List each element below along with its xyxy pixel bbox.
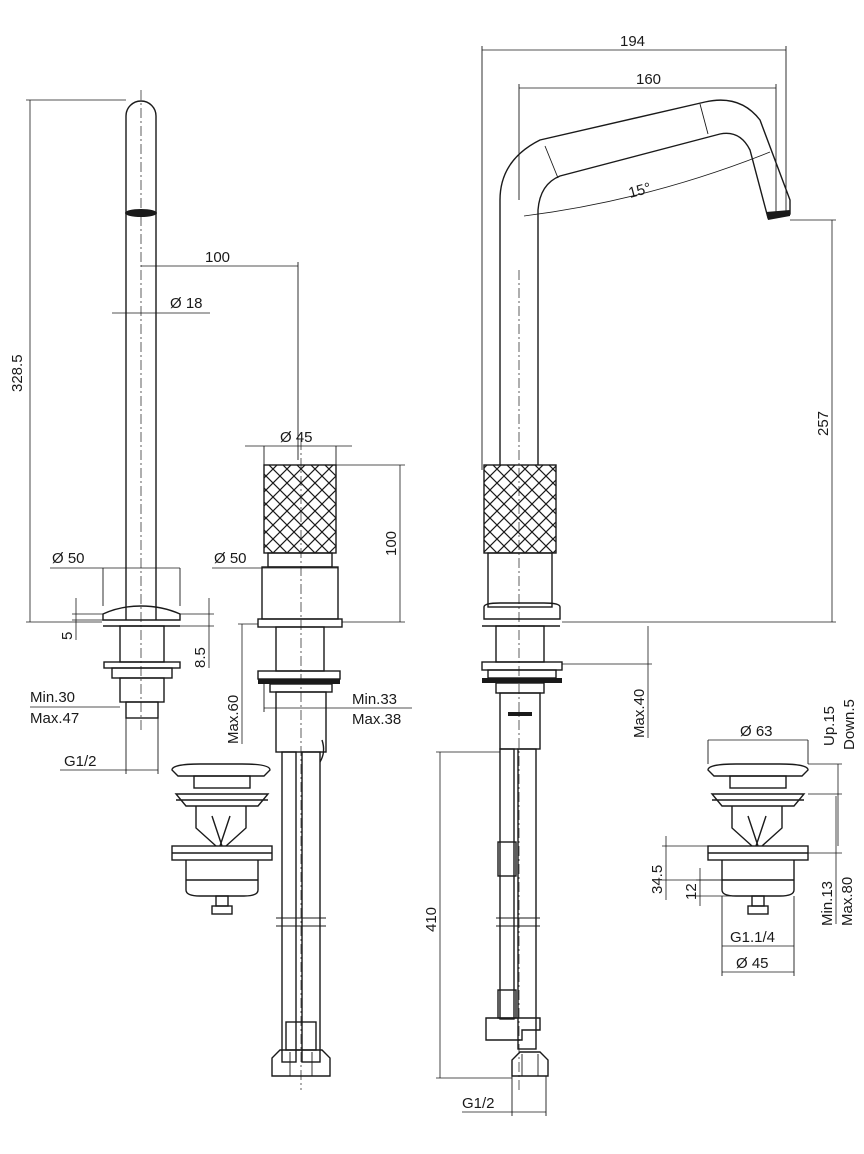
handle-max-label: Max.60: [225, 695, 242, 744]
mixer-reach-label: 160: [636, 71, 661, 88]
spout-base-diameter-label: Ø 50: [52, 550, 85, 567]
handle-diameter-label: Ø 45: [280, 429, 313, 446]
knurled-handle: [263, 464, 337, 554]
spout-deck-max-label: Max.47: [30, 710, 79, 727]
waste-neck-label: 12: [683, 883, 700, 900]
handle-base-diameter-label: Ø 50: [214, 550, 247, 567]
waste-min-label: Min.13: [819, 881, 836, 926]
mixer-knurled-body: [483, 464, 557, 554]
handle-height-label: 100: [383, 531, 400, 556]
waste-body-diameter-label: Ø 45: [736, 955, 769, 972]
mixer-deck-max-label: Max.40: [631, 689, 648, 738]
mixer-thread-label: G1/2: [462, 1095, 495, 1112]
handle-deck-max-label: Max.38: [352, 711, 401, 728]
waste-up-label: Up.15: [821, 706, 838, 746]
spout-view: 328.5 100 Ø 18 Ø 50 5 8.5 Min.30 Max.47 …: [9, 90, 299, 774]
mixer-angle-label: 15°: [627, 180, 653, 202]
handle-deck-min-label: Min.33: [352, 691, 397, 708]
waste-thread-label: G1.1/4: [730, 929, 775, 946]
spout-flange-label: 5: [59, 632, 76, 640]
mixer-spout-height-label: 257: [815, 411, 832, 436]
spout-thread-label: G1/2: [64, 753, 97, 770]
waste-diameter-label: Ø 63: [740, 723, 773, 740]
waste-max-label: Max.80: [839, 877, 856, 926]
waste-down-label: Down.5: [841, 699, 858, 750]
waste-valve-right: Ø 63 Up.15 Down.5 34.5 12 Min.13 Max.80 …: [649, 699, 858, 976]
spout-deck-min-label: Min.30: [30, 689, 75, 706]
spout-base-height-label: 8.5: [192, 647, 209, 668]
spout-offset-label: 100: [205, 249, 230, 266]
spout-diameter-label: Ø 18: [170, 295, 203, 312]
mixer-view: 194 160 15° 257 Max.40 410 G1/2: [423, 33, 836, 1116]
handle-view: Ø 45 100 Ø 50 Max.60 Min.33 Max.38: [212, 429, 412, 1090]
spout-height-label: 328.5: [9, 354, 26, 392]
waste-valve-left: [171, 763, 273, 915]
mixer-width-label: 194: [620, 33, 645, 50]
waste-height-label: 34.5: [649, 865, 666, 894]
mixer-hose-label: 410: [423, 907, 440, 932]
